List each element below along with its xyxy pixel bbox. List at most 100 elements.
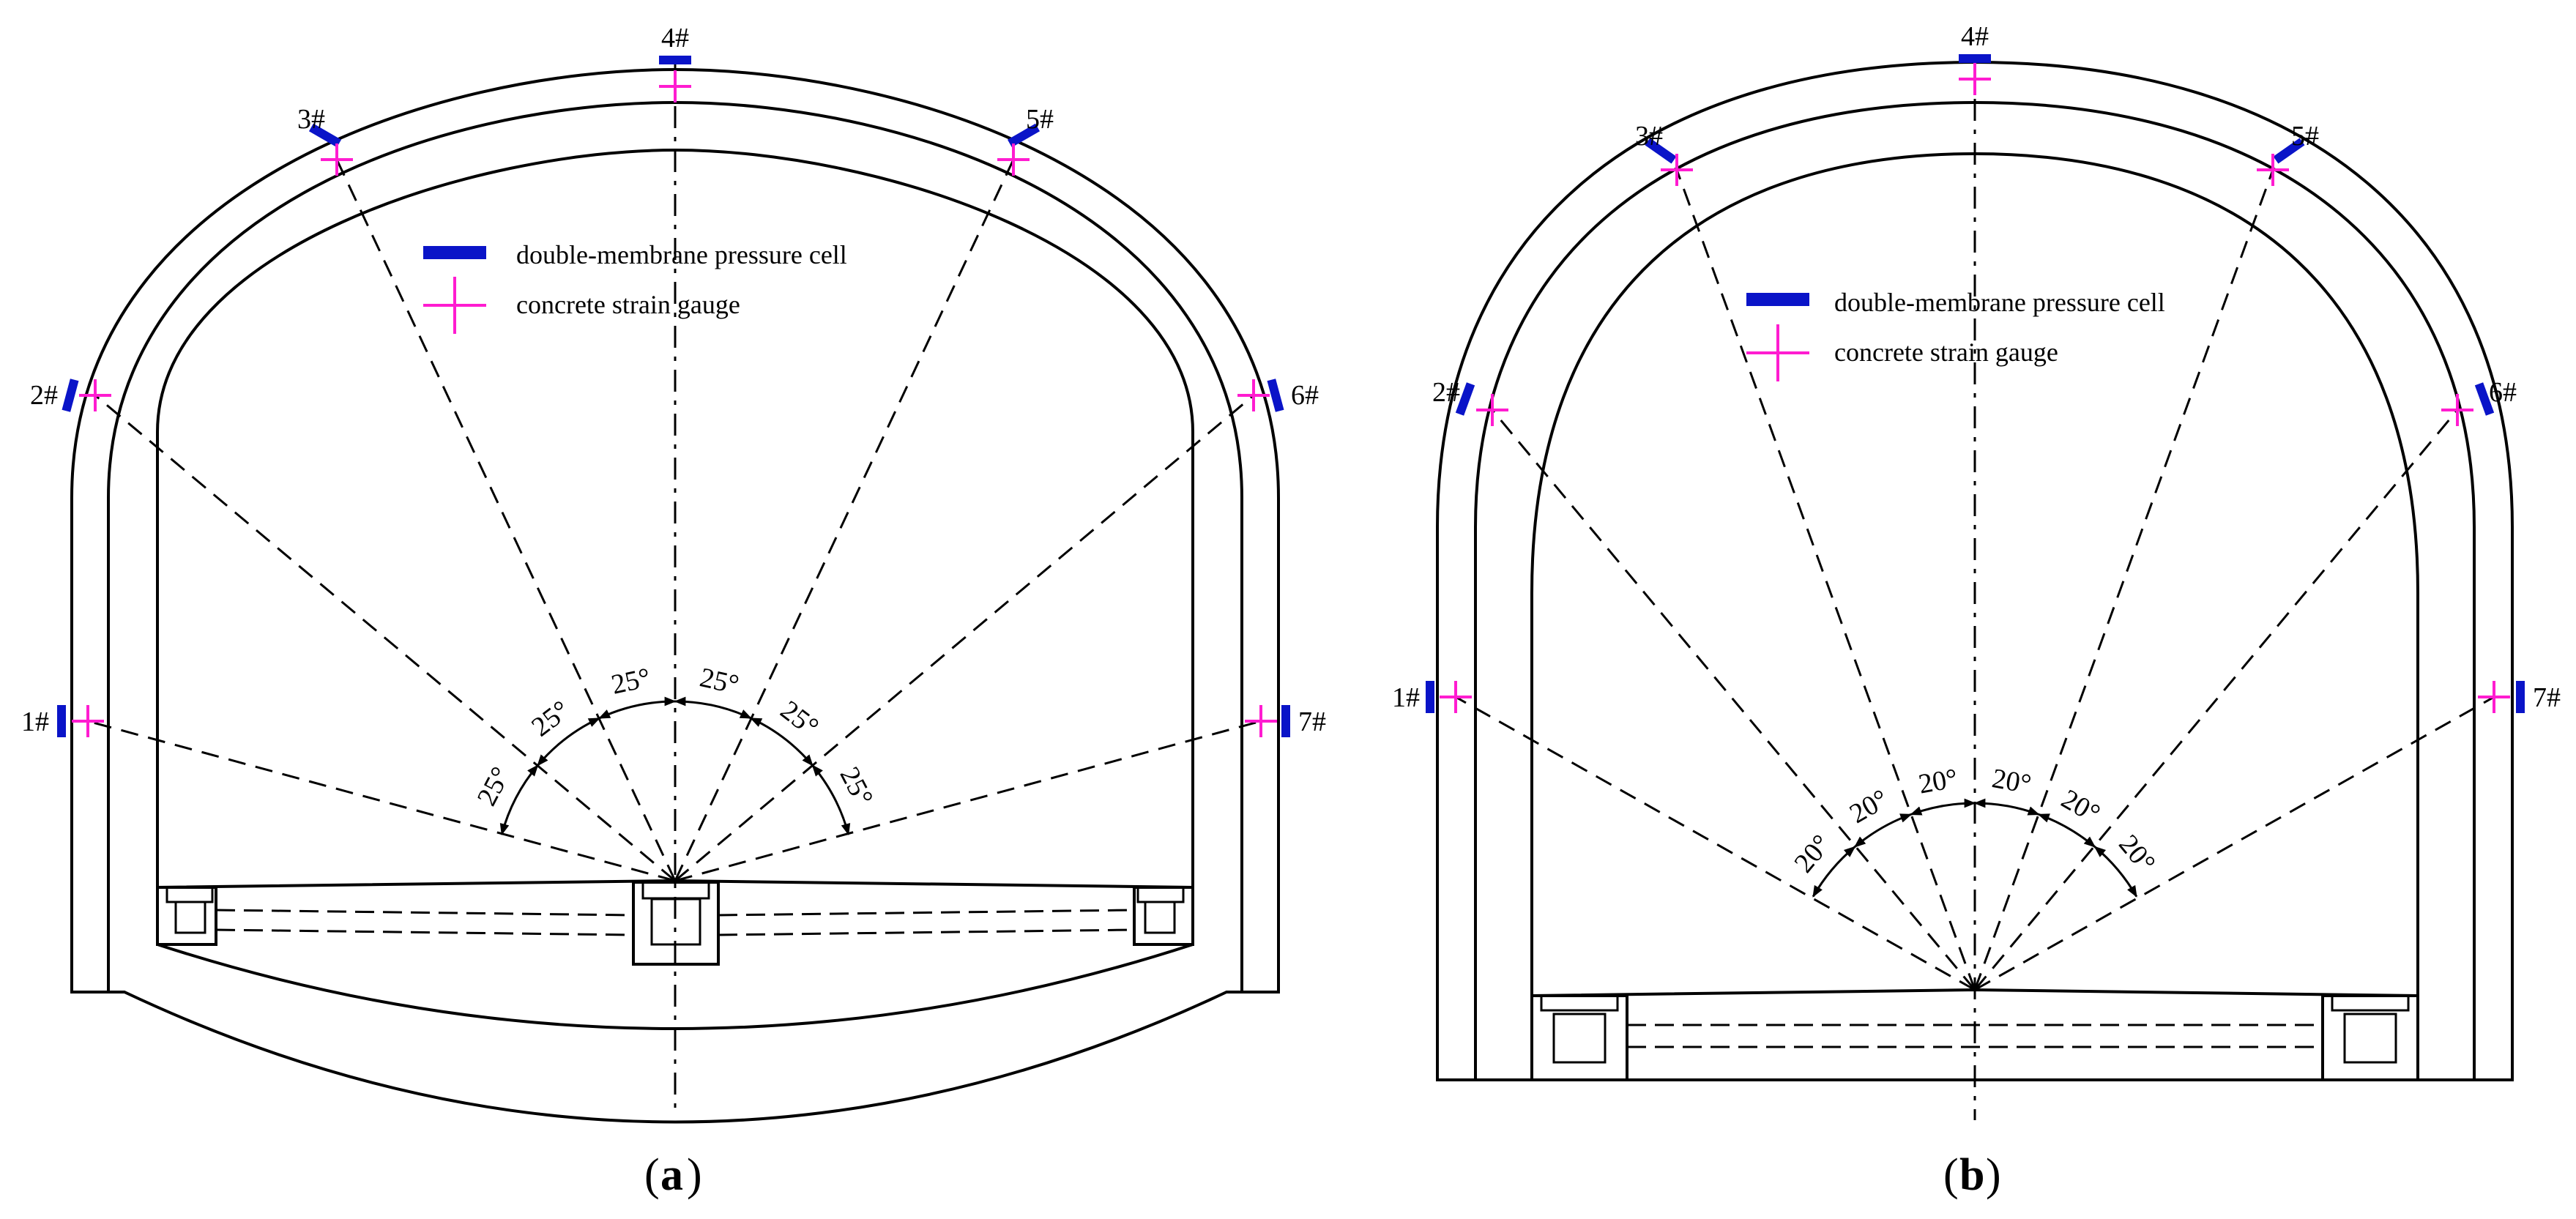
panel-b-angle-label-4: 20°	[1989, 763, 2033, 800]
legend-pressure-cell-icon	[423, 246, 486, 259]
panel-a-ray-6	[674, 394, 1254, 882]
panel-b-strain-gauge-7	[2478, 681, 2510, 713]
panel-a-point-label-2: 2#	[30, 380, 58, 411]
panel-a-pressure-cell-7	[1281, 705, 1290, 737]
panel-b-left-duct-lip	[1540, 994, 1619, 1012]
panel-a-pipe-upper	[215, 909, 1135, 917]
panel-b-angle-arc-5	[2037, 813, 2096, 848]
panel-b-ray-2	[1491, 409, 1976, 991]
panel-a-strain-gauge-4	[659, 70, 691, 102]
panel-a-right-duct-lip	[1136, 886, 1185, 903]
panel-a-strain-gauge-2	[79, 379, 111, 411]
panel-a-right-duct-inner	[1144, 901, 1176, 934]
panel-b-point-label-5: 5#	[2291, 121, 2319, 152]
panel-b-angle-arc-2	[1853, 813, 1913, 848]
panel-b-strain-gauge-2	[1476, 394, 1508, 426]
panel-b-ray-1	[1455, 696, 1976, 991]
panel-a	[70, 67, 1280, 1124]
panel-a-angle-label-6: 25°	[834, 762, 879, 811]
panel-a-angle-arc-2	[537, 717, 600, 767]
panel-b-pressure-cell-7	[2516, 681, 2525, 713]
panel-a-angle-arc-3	[598, 696, 677, 720]
panel-b-caption-letter: b	[1959, 1150, 1984, 1200]
panel-a-pressure-cell-4	[659, 56, 691, 64]
panel-b-legend: double-membrane pressure cell concrete s…	[1746, 288, 2165, 381]
panel-a-strain-gauge-3	[321, 143, 353, 176]
panel-b-angle-label-2: 20°	[1844, 783, 1894, 830]
panel-b-ray-7	[1974, 696, 2495, 991]
panel-a-legend: double-membrane pressure cell concrete s…	[423, 240, 847, 334]
panel-b-right-duct	[2321, 994, 2419, 1081]
panel-b-angle-arc-3	[1910, 798, 1976, 816]
panel-a-point-label-4: 4#	[661, 23, 689, 53]
panel-a-point-label-7: 7#	[1298, 707, 1326, 737]
legend-strain-gauge-icon	[423, 277, 486, 334]
panel-a-pressure-cell-5	[1007, 123, 1041, 148]
legend-pressure-cell-icon	[1746, 293, 1809, 306]
panel-a-angle-arc-5	[750, 717, 814, 767]
panel-a-caption-letter: a	[660, 1150, 683, 1200]
panel-a-left-duct-inner	[174, 901, 206, 934]
panel-b-point-label-7: 7#	[2533, 682, 2561, 713]
legend-pressure-cell-label: double-membrane pressure cell	[1834, 288, 2165, 317]
panel-b-point-label-2: 2#	[1432, 377, 1460, 408]
panel-b-angle-arc-4	[1973, 798, 2040, 816]
panel-a-ray-5	[674, 159, 1015, 881]
panel-a-pipe-lower	[215, 928, 1135, 936]
panel-b-caption-close: )	[1986, 1150, 2001, 1200]
panel-a-outer-lining	[70, 67, 1280, 1124]
panel-a-point-label-1: 1#	[21, 707, 49, 737]
panel-a-ray-3	[335, 159, 677, 881]
panel-a-angle-arc-1	[499, 764, 539, 836]
panel-b-right-duct-lip	[2331, 994, 2410, 1012]
panel-a-left-duct-lip	[165, 886, 214, 903]
panel-a-point-label-5: 5#	[1026, 104, 1054, 135]
panel-a-caption-open: (	[644, 1150, 660, 1200]
panel-a-strain-gauge-5	[997, 143, 1030, 176]
legend-strain-gauge-icon	[1746, 324, 1809, 381]
panel-b-caption-open: (	[1943, 1150, 1959, 1200]
panel-b-point-label-1: 1#	[1392, 682, 1420, 713]
panel-b-strain-gauge-4	[1959, 63, 1991, 95]
panel-b-point-label-6: 6#	[2489, 377, 2517, 408]
panel-a-pressure-cell-6	[1267, 379, 1284, 412]
panel-b-measurement-layer: 20°20°20°20°20°20°1#2#3#4#5#6#7#	[1392, 21, 2561, 991]
panel-a-inner-profile	[156, 148, 1194, 1030]
panel-a-pressure-cell-2	[62, 379, 79, 412]
panel-a-point-label-6: 6#	[1291, 380, 1319, 411]
panel-b-ray-3	[1675, 169, 1976, 991]
panel-b-ray-5	[1973, 169, 2274, 991]
panel-b-strain-gauge-5	[2257, 154, 2289, 186]
legend-strain-gauge-label: concrete strain gauge	[516, 290, 740, 319]
panel-b-angle-arc-1	[1812, 846, 1856, 898]
panel-a-angle-label-1: 25°	[472, 762, 517, 811]
panel-b-point-label-3: 3#	[1635, 121, 1663, 152]
panel-b-right-duct-inner	[2343, 1013, 2397, 1064]
panel-b-strain-gauge-6	[2441, 394, 2473, 426]
panel-a-point-label-3: 3#	[297, 104, 325, 135]
panel-a-angle-label-4: 25°	[697, 662, 742, 701]
panel-b-pressure-cell-4	[1959, 54, 1991, 63]
panel-a-caption-close: )	[687, 1150, 702, 1200]
panel-b-pressure-cell-5	[2273, 138, 2305, 164]
panel-b-left-duct	[1530, 994, 1628, 1081]
panel-a-strain-gauge-1	[72, 705, 104, 737]
panel-a-angle-label-3: 25°	[608, 662, 653, 701]
panel-a-ray-7	[674, 720, 1262, 882]
panel-a-angle-arc-4	[674, 696, 752, 720]
panel-b-ray-6	[1973, 409, 2459, 991]
panel-b-pressure-cell-2	[1455, 382, 1475, 416]
panel-b-angle-arc-6	[2093, 846, 2138, 898]
panel-a-ray-1	[87, 720, 676, 882]
legend-strain-gauge-label: concrete strain gauge	[1834, 338, 2058, 367]
panel-a-pressure-cell-1	[57, 705, 66, 737]
panel-b-pressure-cell-6	[2474, 382, 2495, 416]
panel-b-left-duct-inner	[1552, 1013, 1607, 1064]
panel-b-pressure-cell-1	[1426, 681, 1434, 713]
panel-a-ray-2	[94, 394, 676, 882]
panel-b-pressure-cell-3	[1645, 138, 1677, 164]
panel-a-strain-gauge-7	[1245, 705, 1277, 737]
legend-pressure-cell-label: double-membrane pressure cell	[516, 240, 847, 269]
panel-a-strain-gauge-6	[1237, 379, 1270, 411]
